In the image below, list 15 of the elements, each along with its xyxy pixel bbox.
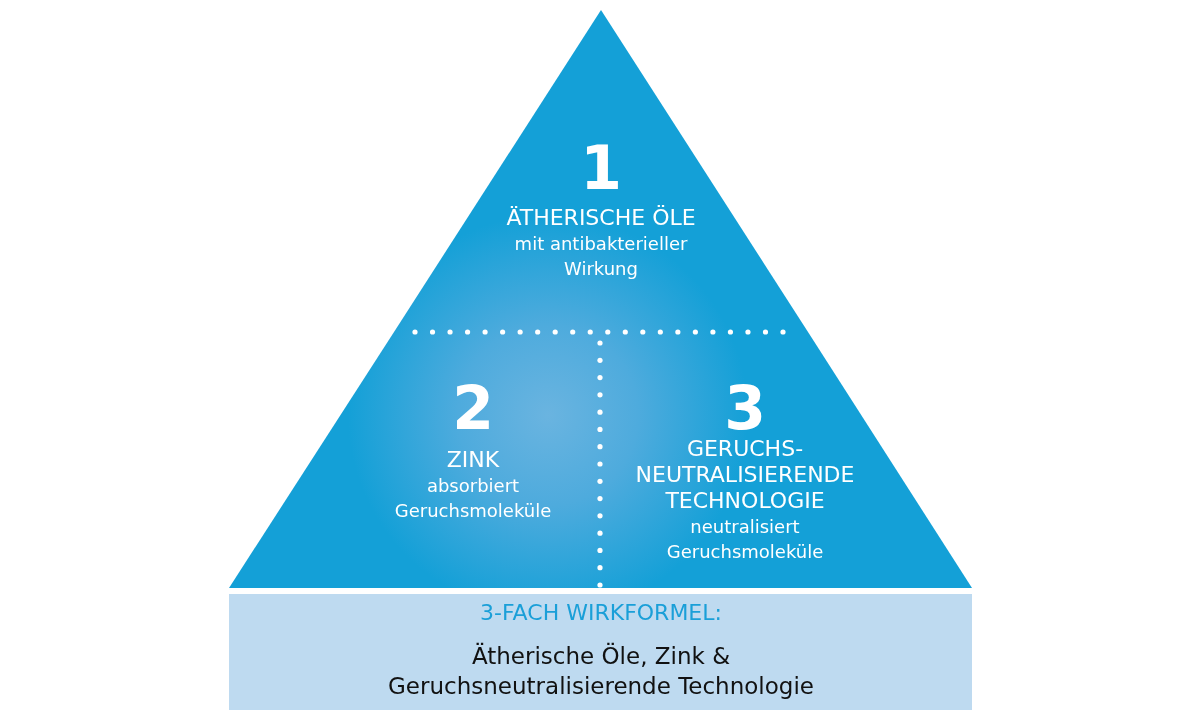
band-text: Ätherische Öle, Zink & Geruchsneutralisierende Technologie xyxy=(387,641,815,701)
pyramid-section xyxy=(394,10,808,332)
step-number: 3 xyxy=(724,381,766,435)
section-heading: GERUCHS- NEUTRALISIERENDE TECHNOLOGIE xyxy=(634,436,856,514)
section-description: mit antibakterieller Wirkung xyxy=(513,232,689,281)
band-heading: 3-FACH WIRKFORMEL: xyxy=(479,599,723,627)
summary-band xyxy=(229,594,972,710)
step-number: 1 xyxy=(579,141,623,195)
section-heading: ZINK xyxy=(445,447,501,473)
section-heading: ÄTHERISCHE ÖLE xyxy=(505,205,697,231)
pyramid-section xyxy=(229,332,601,588)
step-number: 2 xyxy=(451,381,495,435)
section-description: absorbiert Geruchsmoleküle xyxy=(393,474,553,523)
section-description: neutralisiert Geruchsmoleküle xyxy=(665,515,825,564)
pyramid-section xyxy=(601,332,972,588)
